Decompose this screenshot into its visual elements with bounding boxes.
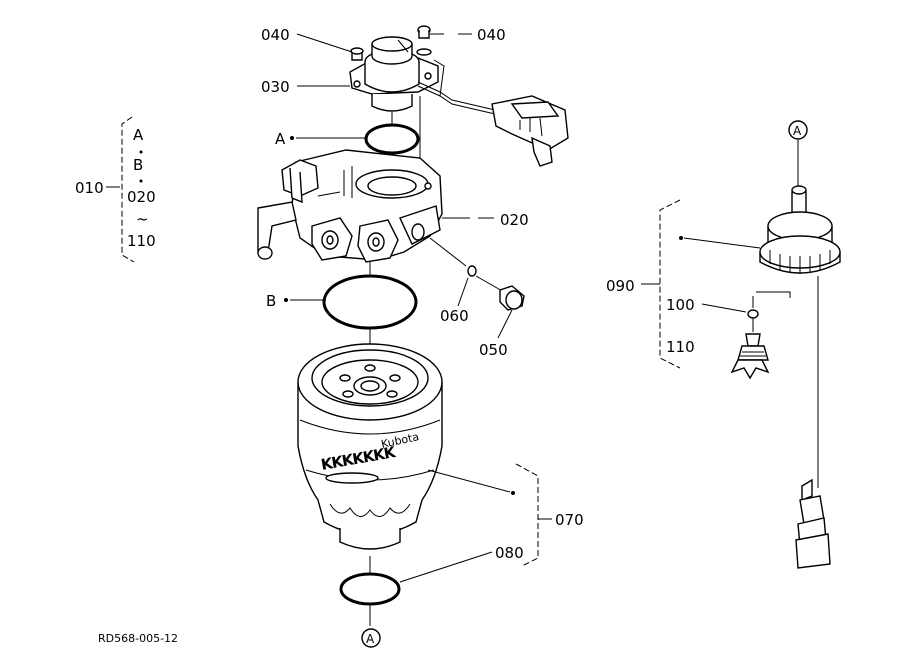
figure-ref: RD568-005-12: [98, 632, 178, 645]
sensor-connector: [795, 478, 831, 569]
callout-080[interactable]: 080: [495, 544, 524, 562]
svg-text:A: A: [793, 124, 802, 138]
water-sensor-090: [759, 185, 841, 274]
o-ring-080: [339, 572, 401, 606]
o-ring-b: [322, 274, 418, 330]
circle-marker-a-top: A: [788, 120, 808, 140]
ref-b-label: B: [266, 292, 276, 310]
svg-text:A: A: [366, 632, 375, 646]
o-ring-060: [467, 265, 477, 277]
group-010-item-a: A: [133, 126, 144, 144]
callout-050[interactable]: 050: [479, 341, 508, 359]
group-010-item-110: 110: [127, 232, 156, 250]
callout-090[interactable]: 090: [606, 277, 635, 295]
ref-a-label: A: [275, 130, 286, 148]
group-010-item-020: 020: [127, 188, 156, 206]
callout-100[interactable]: 100: [666, 296, 695, 314]
o-ring-100: [747, 309, 759, 319]
filter-cartridge: Kubota KKKKKKK: [297, 343, 443, 550]
callout-060[interactable]: 060: [440, 307, 469, 325]
o-ring-a: [364, 123, 420, 155]
callout-070[interactable]: 070: [555, 511, 584, 529]
callout-030[interactable]: 030: [261, 78, 290, 96]
group-010-tilde: ~: [136, 210, 149, 228]
drain-plug-050: [499, 285, 525, 311]
callout-110[interactable]: 110: [666, 338, 695, 356]
priming-pump-assembly: [349, 25, 569, 167]
group-010-item-b: B: [133, 156, 143, 174]
screw-040-left: [350, 47, 364, 88]
circle-marker-a-bottom: A: [361, 628, 381, 648]
sensor-probe-110: [730, 333, 770, 380]
callout-040-left[interactable]: 040: [261, 26, 290, 44]
electrical-connector: [491, 95, 569, 167]
screw-040-right: [416, 25, 432, 80]
filter-head: [257, 149, 443, 263]
callout-020[interactable]: 020: [500, 211, 529, 229]
group-010-bracket: 010 A B 020 ~ 110: [75, 116, 156, 263]
callout-040-right[interactable]: 040: [477, 26, 506, 44]
callout-010[interactable]: 010: [75, 179, 104, 197]
